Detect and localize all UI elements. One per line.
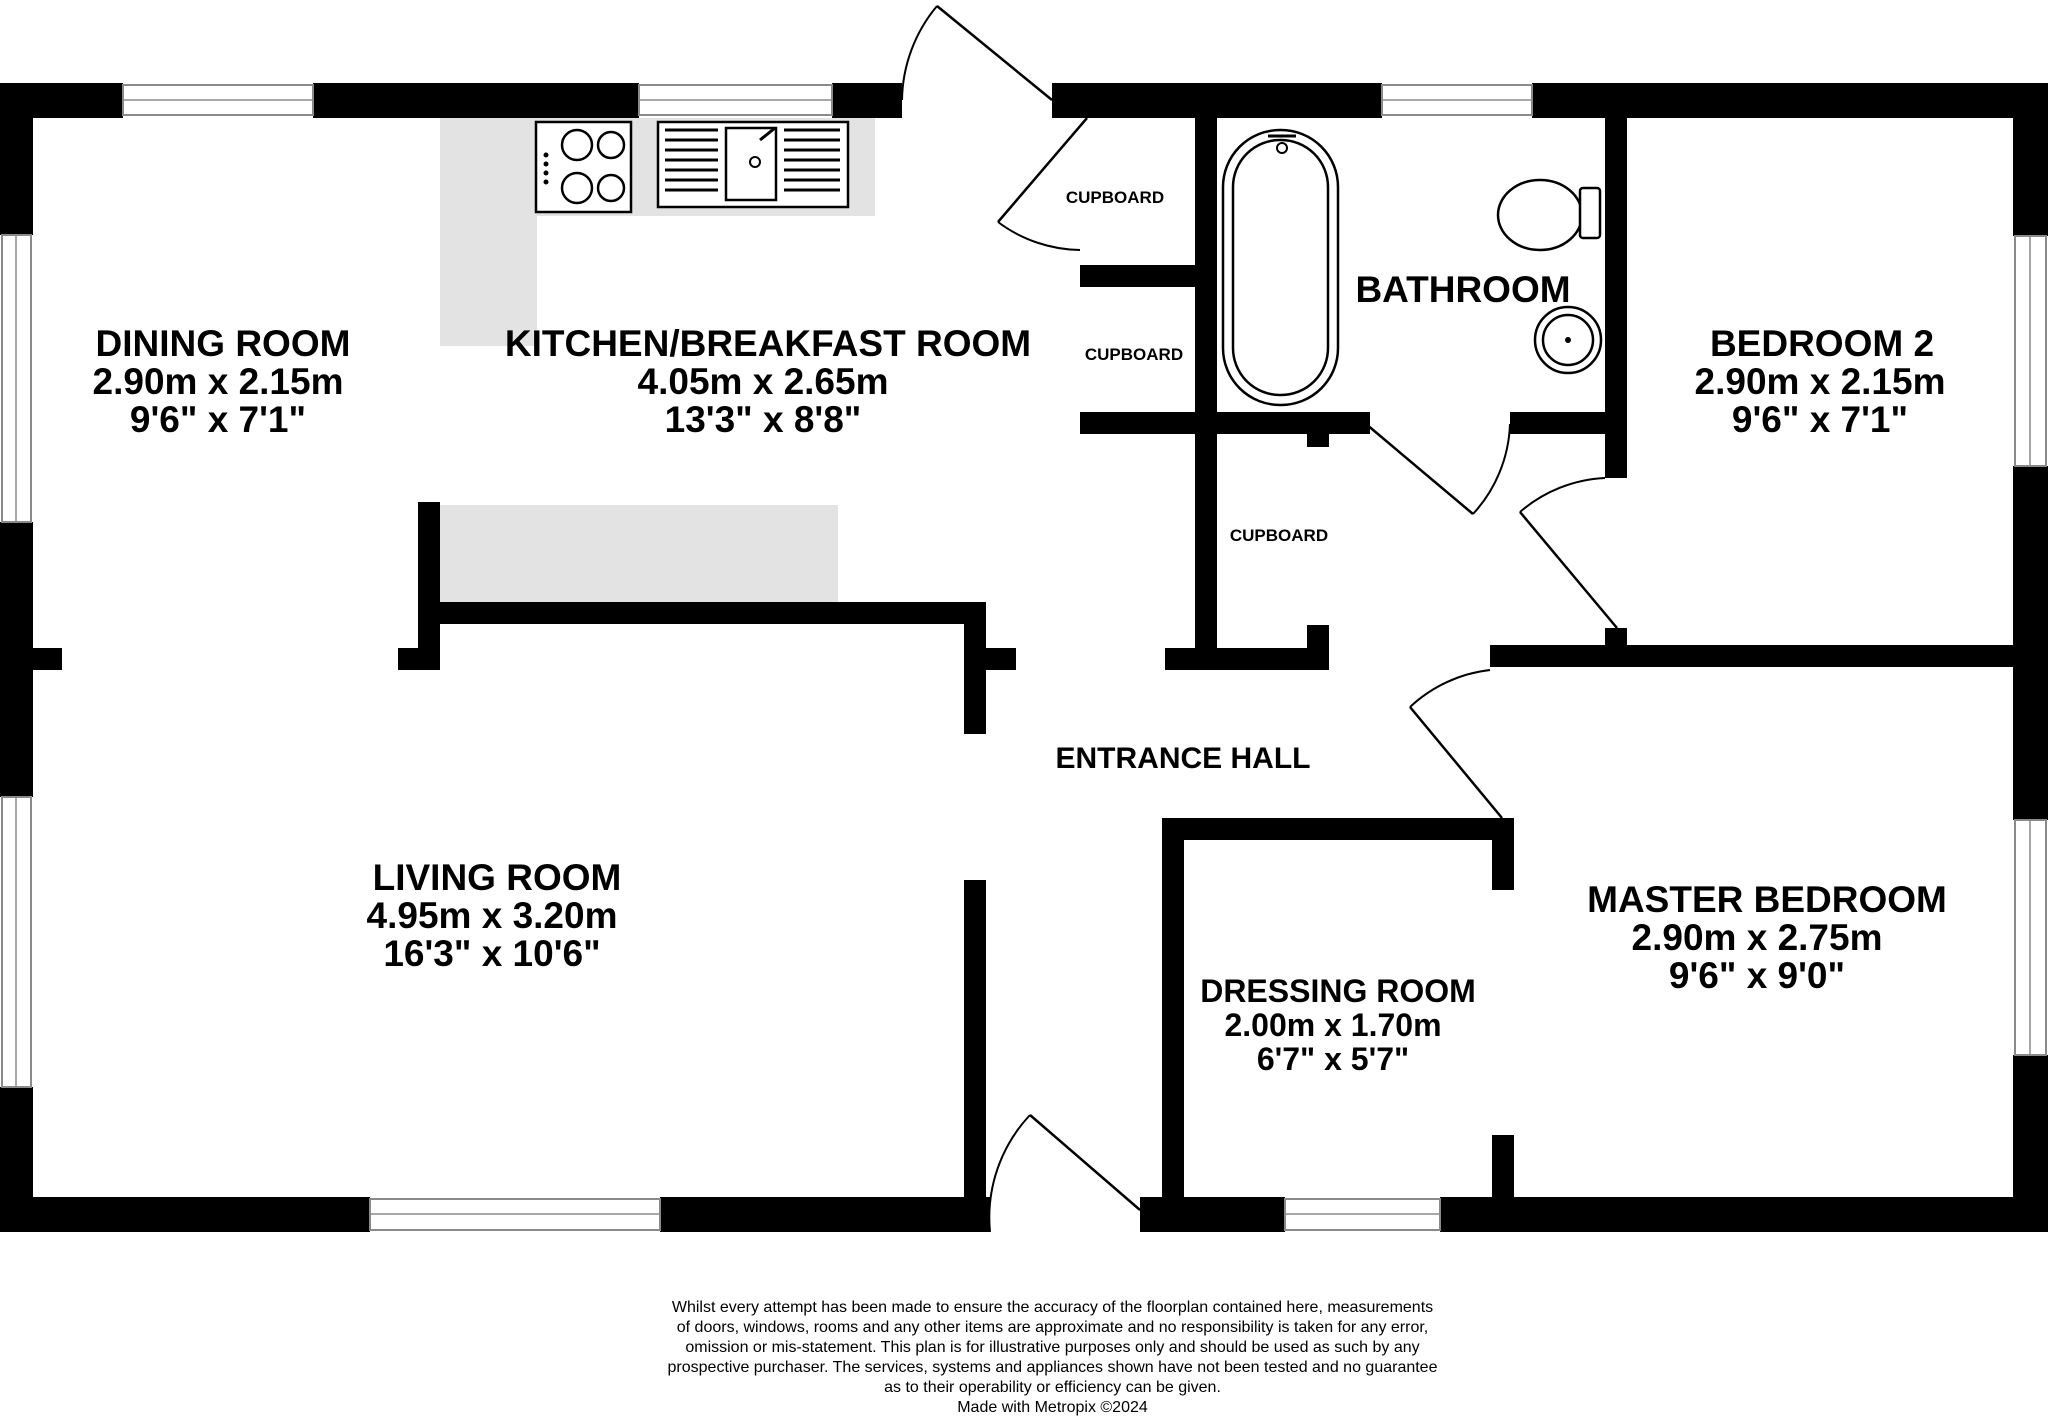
master-bedroom-imperial: 9'6" x 9'0" (1669, 955, 1845, 996)
dining-room-metric: 2.90m x 2.15m (93, 361, 344, 402)
toilet-icon (1496, 178, 1602, 252)
cupboard-top-label: CUPBOARD (1066, 188, 1164, 207)
bath-icon (1221, 128, 1340, 407)
bedroom-2-name: BEDROOM 2 (1710, 323, 1934, 364)
doors (901, 5, 1618, 1233)
living-room-name: LIVING ROOM (373, 857, 622, 898)
dining-room-imperial: 9'6" x 7'1" (130, 399, 306, 440)
dressing-room-name: DRESSING ROOM (1200, 973, 1476, 1009)
disclaimer: Whilst every attempt has been made to en… (560, 1298, 1545, 1418)
bedroom-2-imperial: 9'6" x 7'1" (1732, 399, 1908, 440)
kitchen-metric: 4.05m x 2.65m (638, 361, 889, 402)
cupboard-middle-label: CUPBOARD (1085, 345, 1183, 364)
disclaimer-line: omission or mis-statement. This plan is … (685, 1339, 1420, 1356)
bathroom-name: BATHROOM (1355, 269, 1570, 310)
kitchen-label: KITCHEN/BREAKFAST ROOM 4.05m x 2.65m 13'… (505, 323, 1031, 440)
kitchen-name: KITCHEN/BREAKFAST ROOM (505, 323, 1031, 364)
bedroom-2-label: BEDROOM 2 2.90m x 2.15m 9'6" x 7'1" (1695, 323, 1946, 440)
washbasin-icon (1533, 305, 1603, 375)
interior-walls (0, 118, 2048, 1232)
dining-room-name: DINING ROOM (96, 323, 351, 364)
living-room-metric: 4.95m x 3.20m (367, 895, 618, 936)
dressing-room-metric: 2.00m x 1.70m (1224, 1007, 1441, 1043)
master-bedroom-label: MASTER BEDROOM 2.90m x 2.75m 9'6" x 9'0" (1587, 879, 1947, 996)
cupboard-lower-label: CUPBOARD (1230, 526, 1328, 545)
exterior-walls (0, 83, 2048, 1232)
dressing-room-label: DRESSING ROOM 2.00m x 1.70m 6'7" x 5'7" (1200, 973, 1476, 1077)
windows (1, 84, 2047, 1231)
disclaimer-line: as to their operability or efficiency ca… (884, 1379, 1221, 1396)
credit-line: Made with Metropix ©2024 (957, 1399, 1148, 1416)
disclaimer-line: Whilst every attempt has been made to en… (671, 1299, 1434, 1316)
living-room-imperial: 16'3" x 10'6" (383, 933, 600, 974)
master-bedroom-name: MASTER BEDROOM (1587, 879, 1947, 920)
living-room-label: LIVING ROOM 4.95m x 3.20m 16'3" x 10'6" (367, 857, 622, 974)
bedroom-2-metric: 2.90m x 2.15m (1695, 361, 1946, 402)
master-bedroom-metric: 2.90m x 2.75m (1632, 917, 1883, 958)
kitchen-imperial: 13'3" x 8'8" (665, 399, 862, 440)
entrance-hall-label: ENTRANCE HALL (1056, 742, 1311, 775)
sink-icon (656, 120, 850, 209)
dressing-room-imperial: 6'7" x 5'7" (1257, 1041, 1409, 1077)
disclaimer-line: prospective purchaser. The services, sys… (667, 1359, 1438, 1376)
bathroom-label: BATHROOM (1355, 269, 1570, 310)
disclaimer-line: of doors, windows, rooms and any other i… (676, 1319, 1429, 1336)
dining-room-label: DINING ROOM 2.90m x 2.15m 9'6" x 7'1" (93, 323, 351, 440)
hob-icon (534, 120, 633, 214)
